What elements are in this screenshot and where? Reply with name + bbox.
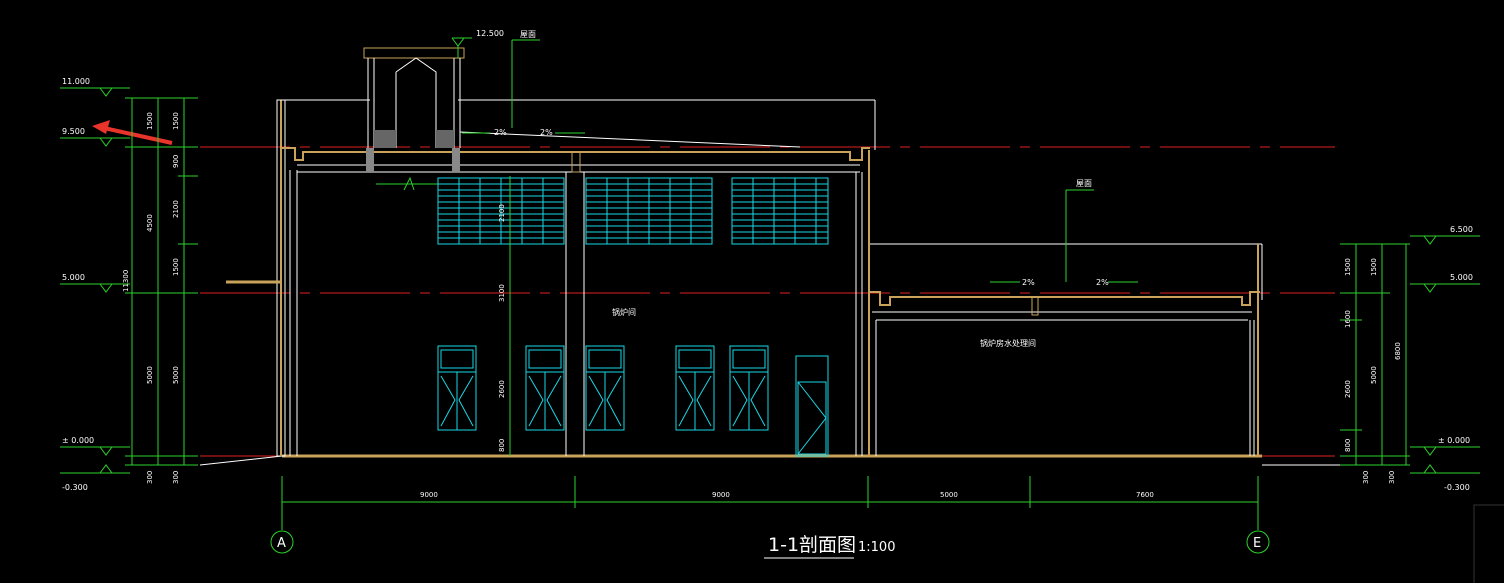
- center-dim-2600: 2600: [498, 380, 506, 398]
- clerestory-louvers: [437, 177, 829, 245]
- bottom-dim-2: 9000: [712, 491, 730, 499]
- slope-1: 2%: [494, 128, 507, 137]
- red-arrow-icon: [92, 120, 173, 145]
- elev-9500: 9.500: [62, 127, 85, 136]
- r-dim-b-1500: 1500: [1370, 258, 1378, 276]
- left-dimension-chains: 1500 4500 5000 300 11300 1500 900 2100 1…: [122, 97, 198, 484]
- left-inner-900: 900: [172, 155, 180, 168]
- lower-windows: [437, 345, 829, 457]
- left-inner-5000: 5000: [172, 366, 180, 384]
- left-dim-4500: 4500: [146, 214, 154, 232]
- room-boiler-label: 锅炉间: [612, 307, 636, 317]
- bottom-dim-3: 5000: [940, 491, 958, 499]
- elev-0000: ± 0.000: [62, 436, 94, 445]
- r-elev-6500: 6.500: [1450, 225, 1473, 234]
- axis-label-a: A: [277, 536, 286, 551]
- center-dim-2100: 2100: [498, 204, 506, 222]
- r-elev-minus-0300: -0.300: [1444, 483, 1470, 492]
- drawing-title: 1-1剖面图: [768, 534, 856, 556]
- elev-11000: 11.000: [62, 77, 90, 86]
- right-elevation-markers: 6.500 5.000 ± 0.000 -0.300: [1410, 225, 1480, 492]
- axis-bubble-a: A: [270, 530, 294, 554]
- axis-label-e: E: [1253, 536, 1261, 551]
- r-dim-6800: 6800: [1394, 342, 1402, 360]
- bottom-dim-4: 7600: [1136, 491, 1154, 499]
- center-dim-800: 800: [498, 439, 506, 452]
- elev-minus-0300: -0.300: [62, 483, 88, 492]
- drawing-scale: 1:100: [858, 540, 895, 555]
- r-dim-2600: 2600: [1344, 380, 1352, 398]
- r-dim-800: 800: [1344, 439, 1352, 452]
- right-dimension-chains: 1500 1600 2600 800 300 1500 5000 300 680…: [1340, 243, 1410, 484]
- left-dim-300: 300: [146, 471, 154, 484]
- r-dim-300: 300: [1362, 471, 1370, 484]
- r-dim-b-5000: 5000: [1370, 366, 1378, 384]
- center-dim-3100: 3100: [498, 284, 506, 302]
- r-elev-5000: 5.000: [1450, 273, 1473, 282]
- slope-4: 2%: [1096, 278, 1109, 287]
- building-outline: [199, 47, 1340, 466]
- axis-bubble-e: E: [1246, 530, 1270, 554]
- r-dim-b-300: 300: [1388, 471, 1396, 484]
- window-unit: [675, 345, 715, 431]
- left-elevation-markers: 11.000 9.500 5.000 ± 0.000 -0.300: [60, 77, 130, 492]
- left-inner-2100: 2100: [172, 200, 180, 218]
- drawing-title-block: 1-1剖面图 1:100: [764, 534, 895, 559]
- slope-3: 2%: [1022, 278, 1035, 287]
- r-dim-1500: 1500: [1344, 258, 1352, 276]
- window-unit: [437, 345, 477, 431]
- elev-12500: 12.500: [476, 29, 504, 38]
- left-inner-300: 300: [172, 471, 180, 484]
- window-unit: [729, 345, 769, 431]
- r-elev-0000: ± 0.000: [1438, 436, 1470, 445]
- bottom-dimension-chain: 9000 9000 5000 7600: [281, 476, 1259, 530]
- roof-annotations: 12.500 屋面 2% 2% 屋面 2% 2%: [451, 29, 1138, 287]
- left-dim-5000: 5000: [146, 366, 154, 384]
- window-unit: [585, 345, 625, 431]
- left-inner-1500: 1500: [172, 112, 180, 130]
- bottom-dim-1: 9000: [420, 491, 438, 499]
- roof-label-top: 屋面: [520, 30, 536, 39]
- left-inner-1500b: 1500: [172, 258, 180, 276]
- window-unit: [525, 345, 565, 431]
- room-water-label: 锅炉房水处理间: [980, 338, 1036, 348]
- center-dimension-chain: 2100 3100 2600 800: [498, 176, 511, 456]
- slope-2: 2%: [540, 128, 553, 137]
- left-dim-1500: 1500: [146, 112, 154, 130]
- roof-label-right: 屋面: [1076, 179, 1092, 188]
- elev-5000: 5.000: [62, 273, 85, 282]
- left-dim-11300: 11300: [122, 270, 130, 292]
- r-dim-1600: 1600: [1344, 310, 1352, 328]
